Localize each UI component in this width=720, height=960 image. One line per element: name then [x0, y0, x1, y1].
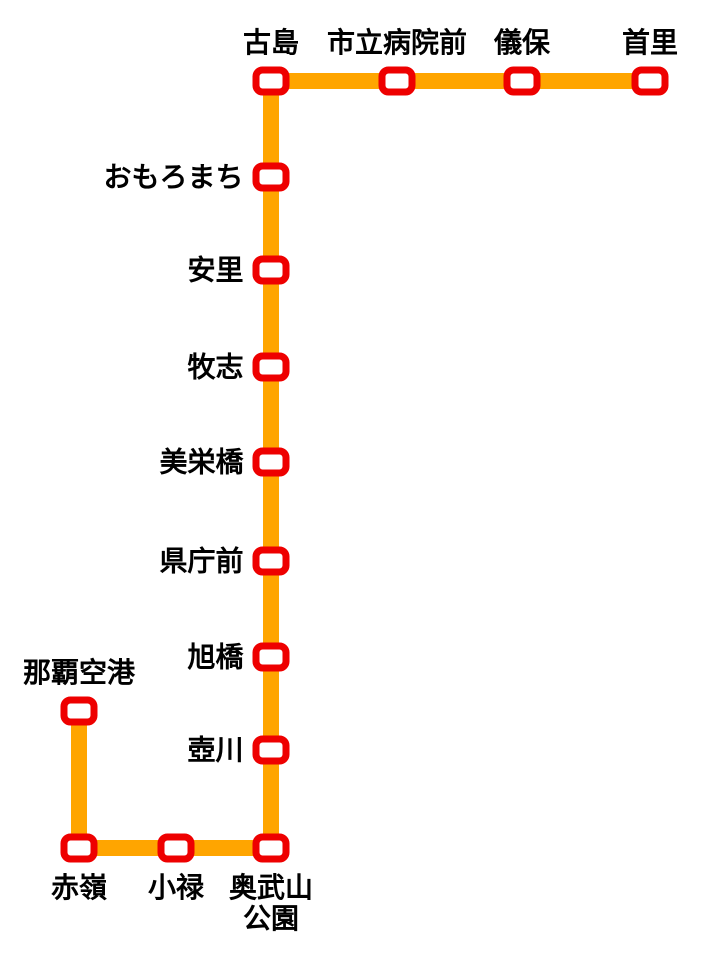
station-label-gibo: 儀保 — [493, 25, 551, 59]
station-marker-shuri[interactable] — [631, 66, 669, 96]
station-marker-makishi[interactable] — [252, 352, 290, 382]
station-label-miebashi: 美栄橋 — [159, 445, 244, 479]
track-segment-shuri-horizontal — [271, 73, 650, 89]
station-label-makishi: 牧志 — [187, 350, 244, 384]
station-marker-tsubogawa[interactable] — [252, 735, 290, 765]
station-marker-miebashi[interactable] — [252, 447, 290, 477]
station-label-oroku: 小禄 — [147, 870, 205, 904]
station-label-akamine: 赤嶺 — [50, 870, 108, 904]
station-label-asato: 安里 — [187, 253, 244, 287]
station-marker-oroku[interactable] — [157, 833, 195, 863]
station-label-furujima: 古島 — [242, 25, 300, 59]
station-label-onoyama-koen: 奥武山 公園 — [228, 870, 314, 935]
station-marker-onoyama-koen[interactable] — [252, 833, 290, 863]
station-marker-shiritsu-byoin-mae[interactable] — [378, 66, 416, 96]
station-marker-akamine[interactable] — [60, 833, 98, 863]
station-label-shuri: 首里 — [621, 25, 679, 59]
station-marker-asahibashi[interactable] — [252, 642, 290, 672]
station-marker-furujima[interactable] — [252, 66, 290, 96]
station-label-naha-airport: 那覇空港 — [22, 655, 136, 689]
station-label-kencho-mae: 県庁前 — [159, 544, 244, 578]
track-segment-airport-vertical — [71, 711, 87, 848]
station-marker-kencho-mae[interactable] — [252, 546, 290, 576]
station-label-shiritsu-byoin-mae: 市立病院前 — [326, 25, 468, 59]
station-marker-asato[interactable] — [252, 255, 290, 285]
station-label-tsubogawa: 壺川 — [187, 733, 244, 767]
station-label-asahibashi: 旭橋 — [187, 640, 244, 674]
station-marker-gibo[interactable] — [503, 66, 541, 96]
station-label-omoromachi: おもろまち — [103, 160, 244, 194]
station-marker-naha-airport[interactable] — [60, 696, 98, 726]
station-marker-omoromachi[interactable] — [252, 162, 290, 192]
